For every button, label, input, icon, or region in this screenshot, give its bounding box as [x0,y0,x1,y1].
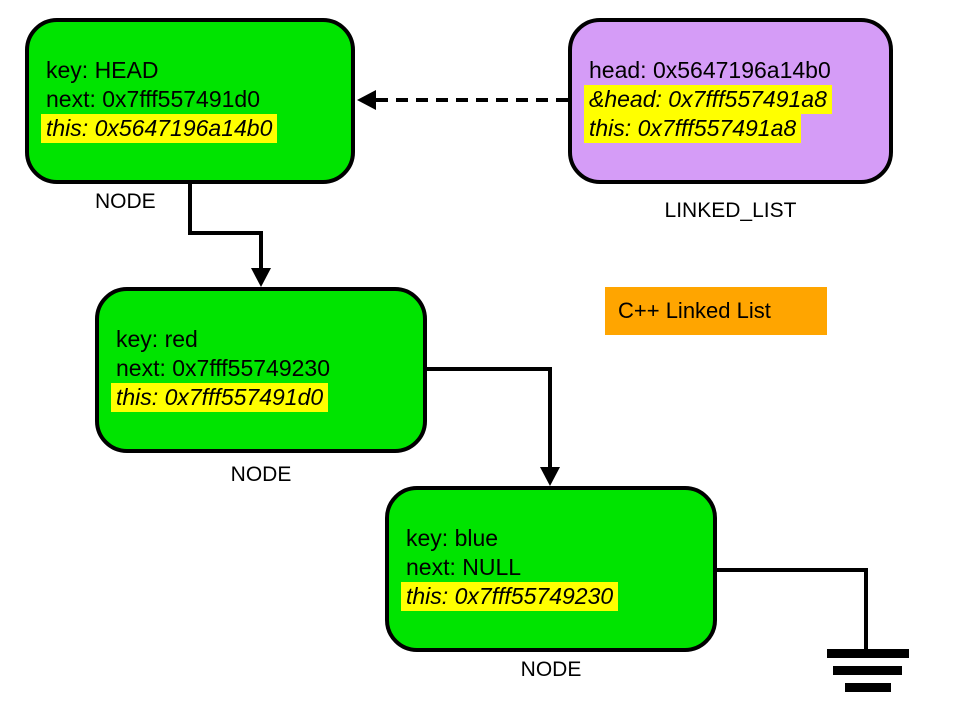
node-red-field-this: this: 0x7fff557491d0 [111,383,423,412]
node-red-field-next: next: 0x7fff55749230 [116,355,331,381]
edge-red-to-blue-arrowhead-icon [540,467,560,486]
node-head-box: key: HEAD next: 0x7fff557491d0 this: 0x5… [25,18,355,184]
node-head-label: NODE [95,190,156,213]
node-red-label: NODE [230,463,292,486]
linked-list-field-head: head: 0x5647196a14b0 [589,57,831,83]
edge-red-to-blue [425,367,552,468]
linked-list-label: LINKED_LIST [664,199,797,222]
node-blue-field-this: this: 0x7fff55749230 [401,582,713,611]
node-red-box: key: red next: 0x7fff55749230 this: 0x7f… [95,287,427,453]
node-head-field-next: next: 0x7fff557491d0 [46,86,261,112]
node-red-field-key: key: red [116,326,198,352]
linked-list-field-this: this: 0x7fff557491a8 [584,114,889,143]
null-ground-connector [715,568,868,649]
node-head-field-this: this: 0x5647196a14b0 [41,114,351,143]
ground-icon [827,649,909,692]
node-blue-field-next: next: NULL [406,554,522,580]
node-head-field-key: key: HEAD [46,57,159,83]
diagram-title: C++ Linked List [618,298,771,323]
node-blue-box: key: blue next: NULL this: 0x7fff5574923… [385,486,717,652]
linked-list-box: head: 0x5647196a14b0 &head: 0x7fff557491… [568,18,893,184]
title-box: C++ Linked List [605,287,827,335]
edge-head-to-red [188,182,263,269]
linked-list-field-addr-head: &head: 0x7fff557491a8 [584,85,889,114]
node-blue-field-key: key: blue [406,525,499,551]
head-pointer-arrowhead-icon [357,90,376,110]
node-blue-label: NODE [520,658,582,681]
edge-head-to-red-arrowhead-icon [251,268,271,287]
